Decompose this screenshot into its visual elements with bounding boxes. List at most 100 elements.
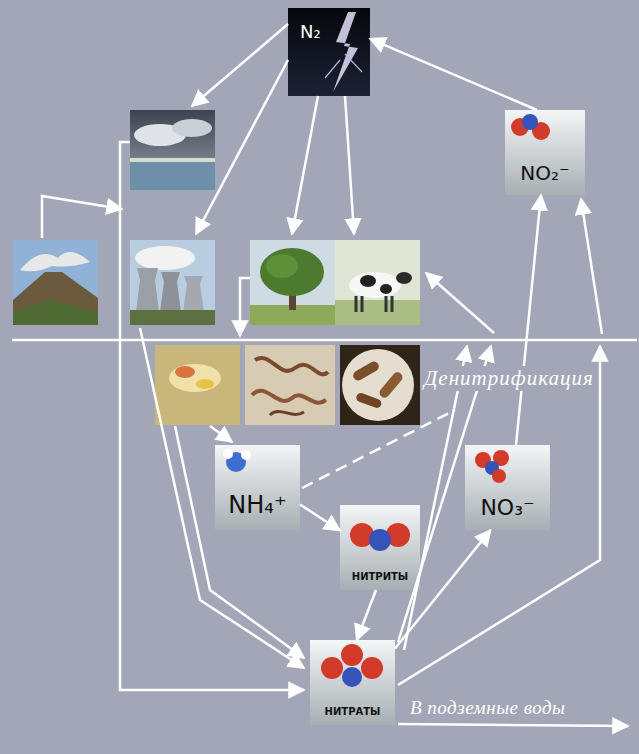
- volcano-sky: [13, 240, 98, 325]
- cloud-sky: [130, 110, 215, 190]
- ground-line: [12, 339, 637, 342]
- remains: [169, 364, 221, 392]
- plant-sky: [130, 240, 215, 325]
- lightning-branch: [325, 54, 362, 78]
- tree-crown: [260, 248, 324, 296]
- cycle-arrow: [395, 530, 491, 649]
- cycle-arrow: [357, 590, 376, 640]
- oxygen-atom: [341, 644, 363, 666]
- arrow: [426, 273, 494, 333]
- formula-box: N₂: [288, 8, 370, 96]
- nitrogen-atom: [369, 529, 391, 551]
- box-ground: [465, 445, 550, 530]
- arrow: [192, 24, 288, 106]
- cycle-arrow: [370, 39, 537, 110]
- cow-ground: [335, 240, 420, 325]
- worm: [255, 358, 328, 374]
- cloud: [172, 119, 212, 137]
- oxygen-atom: [492, 469, 506, 483]
- cow-spot: [360, 275, 376, 287]
- arrow: [120, 142, 304, 690]
- nh4-box: [215, 445, 300, 530]
- box-ground: [215, 445, 300, 530]
- nitrates-box: [310, 640, 395, 725]
- arrow: [240, 278, 250, 336]
- cooling-tower: [183, 276, 204, 312]
- remains: [196, 379, 214, 389]
- formula-box: НИТРАТЫ: [310, 640, 395, 725]
- worms-ground: [245, 345, 335, 425]
- process-label: В подземные воды: [406, 697, 569, 719]
- nitrites-box: [340, 505, 420, 590]
- formula-text: N₂: [300, 22, 321, 43]
- clouds-picture: [130, 110, 215, 190]
- oxygen-atom: [361, 657, 383, 679]
- arrow: [292, 96, 318, 234]
- power-plant-picture: [130, 240, 215, 325]
- mountain: [13, 272, 98, 325]
- formula-text: НИТРАТЫ: [325, 706, 381, 718]
- arrow: [398, 346, 600, 685]
- slope: [13, 300, 98, 325]
- dashed-arrow: [302, 410, 455, 488]
- micrograph: [340, 345, 420, 425]
- oxygen-atom: [321, 657, 343, 679]
- arrow: [175, 426, 304, 658]
- night-sky: [288, 8, 370, 96]
- formula-box: NO₂⁻: [505, 110, 585, 195]
- arrow: [345, 96, 354, 234]
- arrow: [581, 199, 602, 334]
- formula-box: NH₄⁺: [215, 445, 300, 530]
- water: [130, 160, 215, 190]
- nitrogen-atom: [522, 114, 538, 130]
- cycle-arrows: [42, 24, 628, 726]
- worms-picture: [245, 345, 335, 425]
- worm: [270, 411, 304, 415]
- box-ground: [505, 110, 585, 195]
- micrograph-field: [342, 349, 414, 421]
- remains: [175, 366, 195, 378]
- cycle-arrow: [300, 505, 340, 531]
- shore: [130, 158, 215, 162]
- formula-text: НИТРИТЫ: [352, 571, 408, 583]
- arrow: [398, 724, 628, 726]
- smoke: [20, 252, 90, 271]
- bacterium: [378, 370, 405, 399]
- tree-crown: [266, 254, 298, 278]
- remains-picture: [155, 345, 240, 425]
- box-ground: [340, 505, 420, 590]
- cooling-tower: [136, 268, 159, 312]
- cow-picture: [335, 240, 420, 325]
- formula-box: NO₃⁻: [465, 445, 550, 530]
- arrow: [404, 346, 467, 650]
- lightning-picture: [288, 8, 370, 96]
- arrow: [140, 328, 304, 668]
- nitrogen-atom: [342, 667, 362, 687]
- cow-head: [396, 272, 412, 284]
- bacterium: [351, 360, 380, 383]
- box-ground: [310, 640, 395, 725]
- formula-text: NO₃⁻: [480, 495, 534, 520]
- no3-box: [465, 445, 550, 530]
- steam: [135, 246, 195, 270]
- no2-box: [505, 110, 585, 195]
- process-label: Денитрификация: [420, 366, 598, 391]
- cow-spot: [380, 284, 392, 294]
- worm: [252, 391, 326, 403]
- arrow: [210, 426, 232, 442]
- pasture: [335, 300, 420, 325]
- bacterium: [355, 392, 383, 409]
- formula-box: НИТРИТЫ: [340, 505, 420, 590]
- arrow: [42, 196, 122, 238]
- tree-picture: [250, 240, 335, 325]
- bacteria-picture: [340, 345, 420, 425]
- formula-text: NO₂⁻: [520, 162, 569, 185]
- cycle-arrow: [516, 195, 541, 445]
- plant-ground: [130, 310, 215, 325]
- arrow: [196, 60, 288, 234]
- formula-text: NH₄⁺: [228, 492, 286, 520]
- volcano-picture: [13, 240, 98, 325]
- cow-legs: [356, 296, 392, 312]
- tree-sky: [250, 240, 335, 325]
